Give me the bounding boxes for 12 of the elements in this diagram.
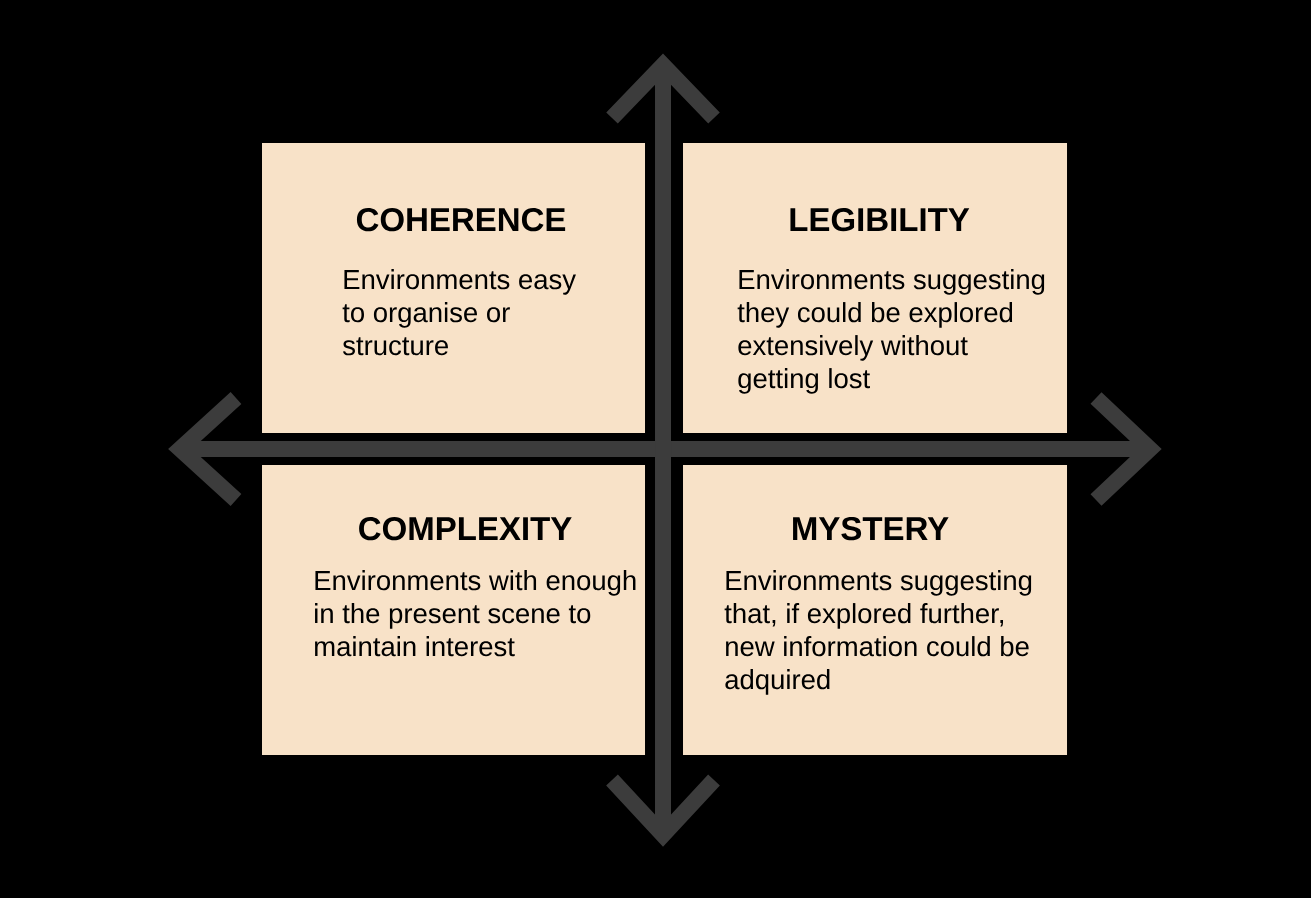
box-description: Environments suggesting that, if explored further, new information could be adquired	[724, 570, 1032, 695]
box-title: MYSTERY	[793, 516, 949, 541]
quadrant-box	[262, 465, 645, 755]
quadrant-box	[683, 143, 1067, 433]
quadrant-box	[262, 143, 645, 433]
quadrant-box	[683, 465, 1067, 755]
box-title: COMPLEXITY	[359, 516, 572, 541]
box-description: Environments with enough in the present scene to maintain interest	[315, 570, 636, 657]
box-description: Environments easy to organise or structure	[342, 269, 576, 356]
box-description: Environments suggesting they could be explored extensively without getting lost	[737, 269, 1045, 394]
box-title: COHERENCE	[356, 207, 566, 232]
box-title: LEGIBILITY	[790, 207, 970, 232]
